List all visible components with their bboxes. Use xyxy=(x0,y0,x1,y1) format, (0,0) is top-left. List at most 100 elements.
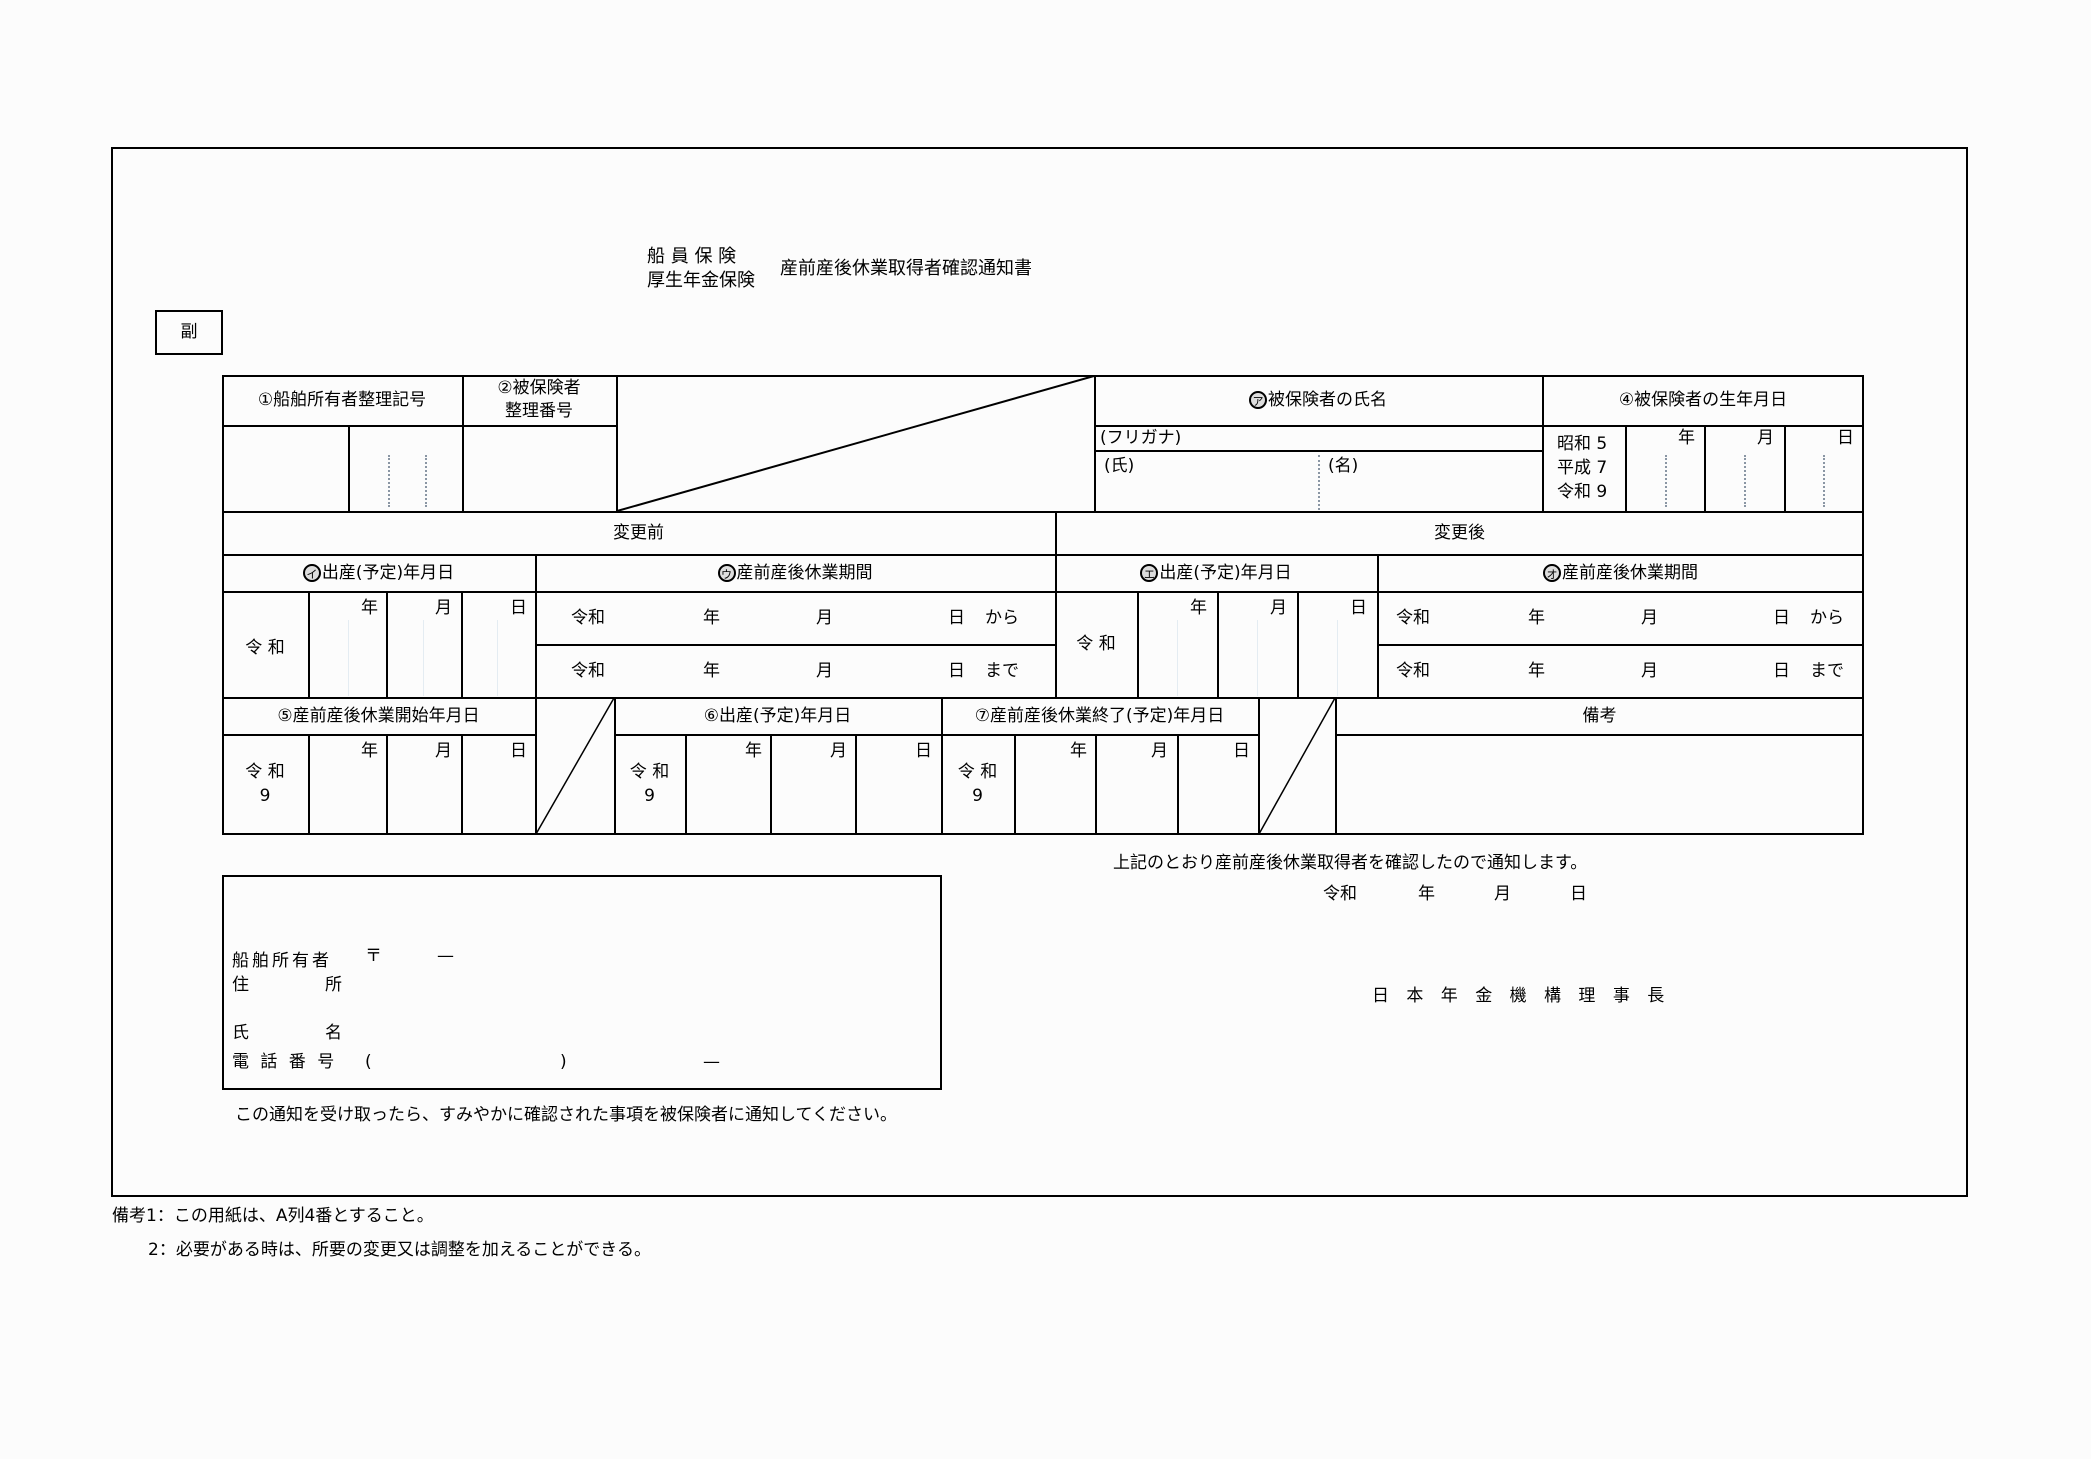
phone-open-paren: ( xyxy=(365,1052,372,1072)
leave-start-era-code: 9 xyxy=(259,786,271,806)
after-from-era: 令和 xyxy=(1396,608,1430,628)
leave-start-month-unit: 月 xyxy=(435,741,452,761)
before-from-era: 令和 xyxy=(571,608,605,628)
owner-name-label-b: 名 xyxy=(325,1023,342,1043)
after-birth-year-unit: 年 xyxy=(1190,598,1207,618)
after-from-day: 日 xyxy=(1773,608,1790,628)
insured-number-header-l1: ②被保険者 xyxy=(497,378,581,398)
childbirth-year-unit: 年 xyxy=(745,741,762,761)
footnote-1: 備考1：この用紙は、A列4番とすること。 xyxy=(112,1206,434,1226)
slash-cell-3 xyxy=(1258,697,1336,835)
before-leave-header: ウ産前産後休業期間 xyxy=(535,563,1055,583)
leave-start-day-unit: 日 xyxy=(510,741,527,761)
birth-month-unit: 月 xyxy=(1757,428,1774,448)
after-from-month: 月 xyxy=(1641,608,1658,628)
before-birth-day-unit: 日 xyxy=(510,598,527,618)
surname-label: (氏) xyxy=(1104,456,1135,476)
childbirth-era: 令 和 xyxy=(629,762,670,782)
owner-code-header: ①船舶所有者整理記号 xyxy=(257,390,427,410)
after-leave-header: オ産前産後休業期間 xyxy=(1377,563,1864,583)
after-to-suffix: まで xyxy=(1810,661,1844,681)
birth-day-unit: 日 xyxy=(1837,428,1854,448)
slash-cell-2 xyxy=(535,697,615,835)
before-childbirth-header: イ出産(予定)年月日 xyxy=(222,563,535,583)
after-to-day: 日 xyxy=(1773,661,1790,681)
confirmation-era: 令和 xyxy=(1323,884,1357,904)
leave-start-era: 令 和 xyxy=(245,762,285,782)
copy-mark-box xyxy=(155,310,223,355)
after-to-month: 月 xyxy=(1641,661,1658,681)
before-to-suffix: まで xyxy=(985,661,1019,681)
after-childbirth-header: エ出産(予定)年月日 xyxy=(1055,563,1377,583)
remarks-field[interactable] xyxy=(1337,736,1862,833)
confirmation-statement: 上記のとおり産前産後休業取得者を確認したので通知します。 xyxy=(1113,853,1588,873)
document-frame xyxy=(111,147,1968,1197)
before-birth-year-unit: 年 xyxy=(361,598,378,618)
main-table xyxy=(222,375,1864,835)
insurance-type-line2: 厚生年金保険 xyxy=(647,270,755,291)
confirmation-month: 月 xyxy=(1494,884,1511,904)
confirmation-day: 日 xyxy=(1570,884,1587,904)
owner-address-label-l1: 船舶所有者 xyxy=(232,951,332,971)
notice-to-owner: この通知を受け取ったら、すみやかに確認された事項を被保険者に通知してください。 xyxy=(235,1105,897,1125)
after-to-era: 令和 xyxy=(1396,661,1430,681)
childbirth-month-unit: 月 xyxy=(830,741,847,761)
after-change-header: 変更後 xyxy=(1434,523,1485,543)
birth-era-showa: 昭和 5 xyxy=(1557,434,1608,454)
before-from-month: 月 xyxy=(816,608,833,628)
leave-start-year-unit: 年 xyxy=(361,741,378,761)
leave-end-month-unit: 月 xyxy=(1151,741,1168,761)
before-from-suffix: から xyxy=(985,608,1019,628)
birth-year-unit: 年 xyxy=(1678,428,1695,448)
after-birth-month-unit: 月 xyxy=(1270,598,1287,618)
after-from-suffix: から xyxy=(1810,608,1844,628)
katakana-o-circle-icon: オ xyxy=(1543,564,1561,582)
after-birth-day-unit: 日 xyxy=(1350,598,1367,618)
before-to-day: 日 xyxy=(948,661,965,681)
before-from-year: 年 xyxy=(703,608,720,628)
postal-mark: 〒 xyxy=(365,946,382,966)
footnote-2: 2：必要がある時は、所要の変更又は調整を加えることができる。 xyxy=(148,1240,651,1260)
leave-end-header: ⑦産前産後休業終了(予定)年月日 xyxy=(974,706,1225,726)
leave-end-era: 令 和 xyxy=(957,762,998,782)
leave-start-header: ⑤産前産後休業開始年月日 xyxy=(277,706,480,726)
insured-name-header: ア被保険者の氏名 xyxy=(1094,390,1542,410)
before-from-day: 日 xyxy=(948,608,965,628)
before-to-year: 年 xyxy=(703,661,720,681)
phone-label: 電 話 番 号 xyxy=(232,1052,338,1072)
copy-mark: 副 xyxy=(180,322,198,342)
phone-dash: — xyxy=(703,1052,720,1072)
postal-dash: — xyxy=(437,946,454,966)
before-to-era: 令和 xyxy=(571,661,605,681)
phone-close-paren: ) xyxy=(560,1052,567,1072)
leave-end-era-code: 9 xyxy=(972,786,983,806)
before-change-header: 変更前 xyxy=(613,523,664,543)
after-from-year: 年 xyxy=(1528,608,1545,628)
before-to-month: 月 xyxy=(816,661,833,681)
katakana-u-circle-icon: ウ xyxy=(717,564,736,582)
katakana-a-circle-icon: ア xyxy=(1249,391,1267,409)
slash-cell xyxy=(616,375,1095,512)
birthdate-header: ④被保険者の生年月日 xyxy=(1618,390,1788,410)
after-birth-era: 令 和 xyxy=(1076,634,1116,654)
insured-number-header-l2: 整理番号 xyxy=(505,401,573,421)
given-name-label: (名) xyxy=(1328,456,1359,476)
childbirth-date-header: ⑥出産(予定)年月日 xyxy=(703,706,852,726)
remarks-header: 備考 xyxy=(1582,706,1617,726)
before-birth-era: 令 和 xyxy=(245,638,285,658)
after-to-year: 年 xyxy=(1528,661,1545,681)
document-title: 産前産後休業取得者確認通知書 xyxy=(780,258,1032,279)
birth-era-reiwa: 令和 9 xyxy=(1557,482,1608,502)
birth-era-heisei: 平成 7 xyxy=(1557,458,1608,478)
katakana-e-circle-icon: エ xyxy=(1140,564,1159,582)
owner-address-label-l2a: 住 xyxy=(232,975,249,995)
insurance-type-line1: 船 員 保 険 xyxy=(647,246,737,267)
owner-info-box xyxy=(222,875,942,1090)
leave-end-year-unit: 年 xyxy=(1070,741,1087,761)
owner-name-label-a: 氏 xyxy=(232,1023,249,1043)
owner-address-label-l2b: 所 xyxy=(325,975,342,995)
katakana-i-circle-icon: イ xyxy=(302,564,321,582)
furigana-label: (フリガナ) xyxy=(1100,428,1182,448)
before-birth-month-unit: 月 xyxy=(435,598,452,618)
childbirth-day-unit: 日 xyxy=(915,741,932,761)
